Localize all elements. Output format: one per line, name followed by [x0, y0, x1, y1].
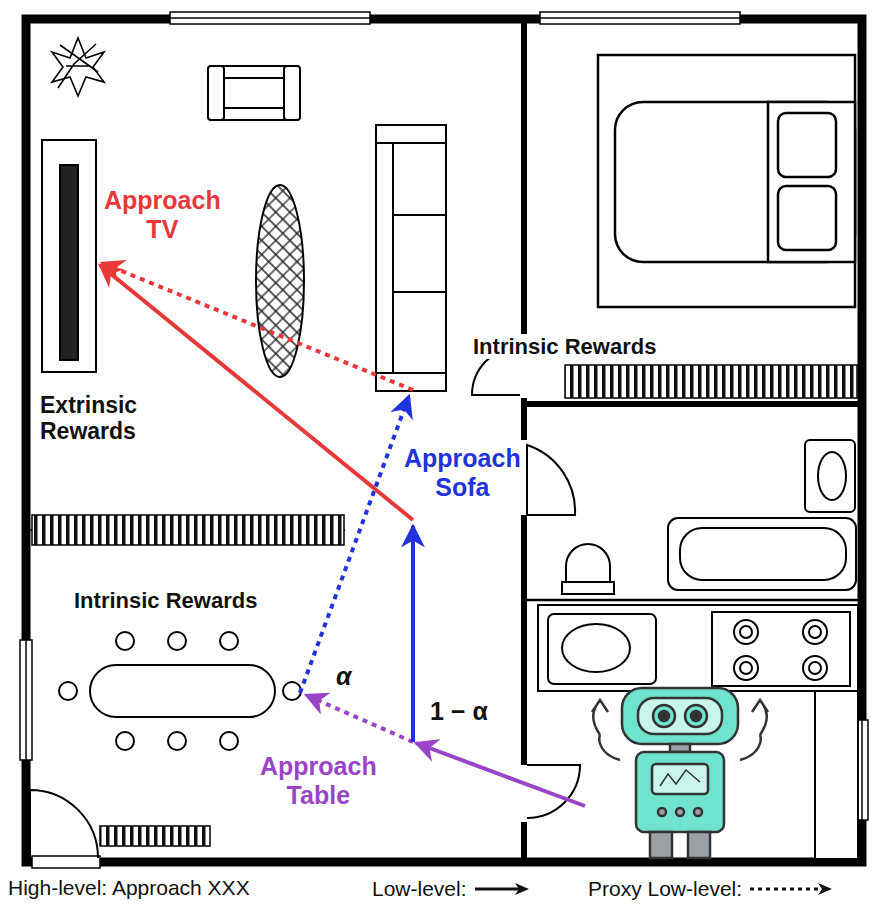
windows [20, 12, 868, 868]
legend-line-sample [750, 881, 834, 897]
dining-table [59, 632, 301, 750]
legend-text: Low-level: [372, 877, 467, 901]
doors [30, 347, 580, 858]
reward-label: Extrinsic Rewards [38, 392, 139, 445]
legend-heading: High-level: Approach XXX [6, 876, 252, 900]
bed [598, 55, 855, 307]
robot [592, 688, 768, 858]
legend-proxy-low-level: Proxy Low-level: [588, 877, 834, 901]
tv [42, 140, 96, 372]
bathroom-fixtures [562, 440, 856, 594]
legend-line-sample [475, 881, 531, 897]
action-label: Approach Table [258, 752, 379, 810]
reward-label: Intrinsic Rewards [72, 588, 259, 613]
reward-label: Intrinsic Rewards [471, 334, 658, 359]
plant [52, 38, 104, 96]
action-label: Approach TV [102, 186, 223, 244]
rug [256, 185, 304, 377]
armchair [208, 66, 300, 120]
action-label: Approach Sofa [402, 444, 523, 502]
kitchen-counter [538, 605, 858, 859]
legend-text: Proxy Low-level: [588, 877, 742, 901]
sofa [376, 125, 446, 391]
probability-label: α [334, 662, 354, 691]
walls [26, 19, 862, 862]
probability-label: 1 − α [428, 697, 490, 726]
legend-low-level: Low-level: [372, 877, 531, 901]
radiators [32, 365, 857, 846]
